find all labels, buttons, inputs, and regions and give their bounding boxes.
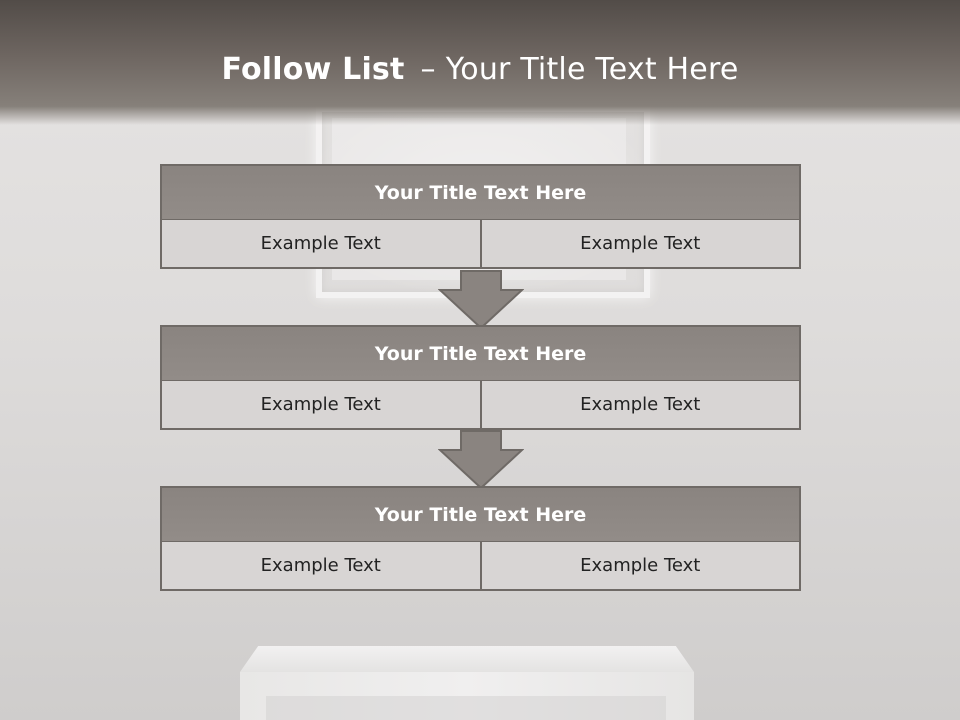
pedestal-top [240, 646, 694, 672]
slide-title-separator: – [420, 52, 436, 87]
list-block-cell-right: Example Text [481, 220, 801, 269]
list-block-cell-left: Example Text [160, 542, 482, 591]
list-block-row: Example Text Example Text [160, 542, 801, 591]
slide-title: Follow List–Your Title Text Here [0, 52, 960, 87]
slide-title-bold: Follow List [221, 52, 405, 87]
list-block-cell-left: Example Text [160, 220, 482, 269]
list-block-2: Your Title Text Here Example Text Exampl… [160, 325, 801, 430]
down-arrow-icon [438, 270, 524, 330]
list-block-cell-right: Example Text [481, 381, 801, 430]
list-block-1: Your Title Text Here Example Text Exampl… [160, 164, 801, 269]
down-arrow-icon [438, 430, 524, 490]
slide-title-rest: Your Title Text Here [445, 52, 739, 87]
list-block-cell-left: Example Text [160, 381, 482, 430]
list-block-row: Example Text Example Text [160, 220, 801, 269]
list-block-header: Your Title Text Here [160, 325, 801, 381]
pedestal-shade [266, 696, 666, 720]
list-block-row: Example Text Example Text [160, 381, 801, 430]
list-block-cell-right: Example Text [481, 542, 801, 591]
title-band [0, 0, 960, 125]
list-block-header: Your Title Text Here [160, 164, 801, 220]
list-block-3: Your Title Text Here Example Text Exampl… [160, 486, 801, 591]
list-block-header: Your Title Text Here [160, 486, 801, 542]
